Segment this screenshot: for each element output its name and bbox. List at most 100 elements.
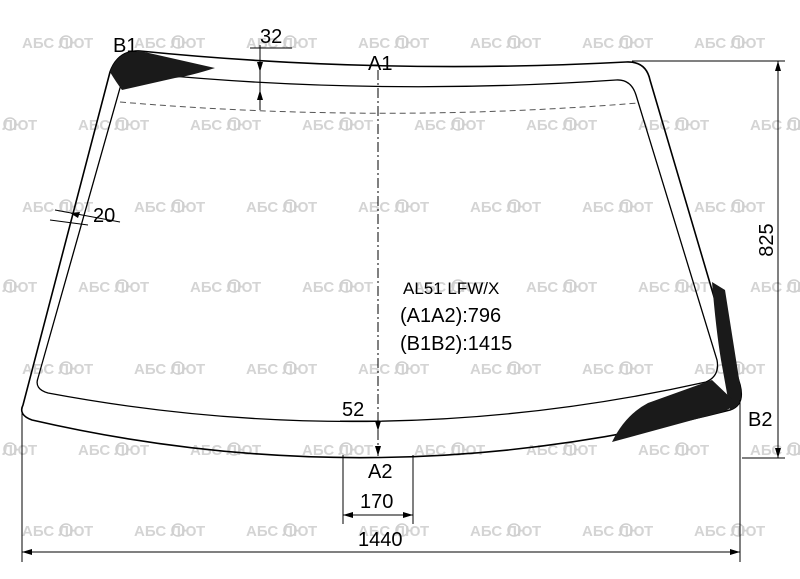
watermark-logo-ring — [59, 523, 73, 537]
label-a2: A2 — [368, 461, 392, 483]
watermark-text: АБС ЛЮТ — [638, 279, 709, 296]
watermark-logo-ring — [563, 117, 577, 131]
watermark-logo-ring — [395, 361, 409, 375]
watermark-logo-ring — [115, 442, 129, 456]
watermark: АБС ЛЮТ — [526, 442, 597, 459]
dim-32-arrow-top — [257, 62, 263, 72]
watermark-layer: АБС ЛЮТ АБС ЛЮТ АБС ЛЮТ АБС ЛЮТ АБС ЛЮТ АБС Л… — [0, 35, 800, 540]
watermark-text: АБС ЛЮТ — [582, 199, 653, 216]
glass-code: AL51 LFW/X — [403, 279, 499, 298]
watermark-text: АБС ЛЮТ — [134, 523, 205, 540]
watermark-logo-ring — [507, 523, 521, 537]
watermark: АБС ЛЮТ — [22, 35, 93, 52]
watermark: АБС ЛЮТ — [302, 442, 373, 459]
watermark-text: АБС ЛЮТ — [358, 361, 429, 378]
watermark-logo-ring — [451, 117, 465, 131]
watermark: АБС ЛЮТ — [526, 117, 597, 134]
label-b2: B2 — [748, 409, 772, 431]
watermark-text: АБС ЛЮТ — [190, 442, 261, 459]
watermark-text: АБС ЛЮТ — [750, 442, 800, 459]
dim-1440-arrow-left — [22, 549, 32, 555]
dim-825-arrow-bottom — [775, 448, 781, 458]
watermark-text: АБС ЛЮТ — [134, 35, 205, 52]
watermark: АБС ЛЮТ — [470, 523, 541, 540]
watermark: АБС ЛЮТ — [302, 117, 373, 134]
watermark-text: АБС ЛЮТ — [414, 279, 485, 296]
dim-20-line — [54, 209, 121, 223]
watermark: АБС ЛЮТ — [414, 117, 485, 134]
watermark: АБС ЛЮТ — [22, 199, 93, 216]
watermark: АБС ЛЮТ — [694, 35, 765, 52]
dim-1440-arrow-right — [730, 549, 740, 555]
watermark-logo-ring — [507, 361, 521, 375]
watermark: АБС ЛЮТ — [358, 35, 429, 52]
dim-20-arrow — [70, 212, 80, 218]
dim-top-band-label: 32 — [260, 26, 282, 48]
watermark-logo-ring — [227, 117, 241, 131]
watermark-logo-ring — [563, 279, 577, 293]
watermark-logo-ring — [283, 199, 297, 213]
watermark-logo-ring — [171, 523, 185, 537]
watermark-text: АБС ЛЮТ — [78, 442, 149, 459]
watermark-text: АБС ЛЮТ — [470, 35, 541, 52]
watermark: АБС ЛЮТ — [582, 199, 653, 216]
watermark: АБС ЛЮТ — [302, 279, 373, 296]
watermark-text: АБС ЛЮТ — [526, 117, 597, 134]
watermark-text: АБС ЛЮТ — [22, 523, 93, 540]
watermark-logo-ring — [3, 117, 17, 131]
dim-side-band-label: 20 — [93, 205, 115, 227]
watermark-logo-ring — [59, 35, 73, 49]
watermark-logo-ring — [283, 361, 297, 375]
frit-right-side — [712, 282, 742, 410]
watermark-logo-ring — [283, 523, 297, 537]
watermark-text: АБС ЛЮТ — [78, 117, 149, 134]
watermark: АБС ЛЮТ — [0, 279, 37, 296]
dim-52-arrow-top — [375, 421, 381, 431]
watermark-logo-ring — [619, 523, 633, 537]
watermark-logo-ring — [115, 117, 129, 131]
watermark-logo-ring — [619, 361, 633, 375]
watermark-text: АБС ЛЮТ — [246, 523, 317, 540]
watermark-logo-ring — [339, 442, 353, 456]
watermark-text: АБС ЛЮТ — [302, 442, 373, 459]
watermark-logo-ring — [339, 117, 353, 131]
watermark-text: АБС ЛЮТ — [582, 361, 653, 378]
watermark-text: АБС ЛЮТ — [358, 199, 429, 216]
watermark: АБС ЛЮТ — [470, 199, 541, 216]
watermark-logo-ring — [787, 117, 800, 131]
watermark-logo-ring — [395, 35, 409, 49]
watermark-text: АБС ЛЮТ — [246, 199, 317, 216]
watermark-text: АБС ЛЮТ — [22, 35, 93, 52]
watermark-text: АБС ЛЮТ — [358, 35, 429, 52]
watermark-logo-ring — [507, 199, 521, 213]
watermark-text: АБС ЛЮТ — [582, 523, 653, 540]
watermark-text: АБС ЛЮТ — [526, 442, 597, 459]
watermark-text: АБС ЛЮТ — [22, 199, 93, 216]
watermark-text: АБС ЛЮТ — [358, 523, 429, 540]
watermark-logo-ring — [787, 442, 800, 456]
frit-bottom-right — [612, 380, 734, 442]
watermark: АБС ЛЮТ — [190, 279, 261, 296]
watermark-text: АБС ЛЮТ — [470, 523, 541, 540]
watermark: АБС ЛЮТ — [246, 523, 317, 540]
dim-170-arrow-right — [403, 512, 413, 518]
watermark: АБС ЛЮТ — [134, 35, 205, 52]
watermark: АБС ЛЮТ — [190, 117, 261, 134]
watermark-text: АБС ЛЮТ — [302, 117, 373, 134]
watermark-logo-ring — [171, 35, 185, 49]
watermark: АБС ЛЮТ — [470, 361, 541, 378]
watermark: АБС ЛЮТ — [694, 523, 765, 540]
watermark-logo-ring — [451, 279, 465, 293]
watermark-text: АБС ЛЮТ — [134, 361, 205, 378]
watermark: АБС ЛЮТ — [246, 199, 317, 216]
watermark-logo-ring — [59, 361, 73, 375]
watermark-text: АБС ЛЮТ — [190, 117, 261, 134]
watermark: АБС ЛЮТ — [414, 279, 485, 296]
watermark-logo-ring — [227, 442, 241, 456]
watermark: АБС ЛЮТ — [78, 442, 149, 459]
watermark-logo-ring — [731, 35, 745, 49]
watermark-text: АБС ЛЮТ — [582, 35, 653, 52]
watermark: АБС ЛЮТ — [78, 117, 149, 134]
watermark: АБС ЛЮТ — [0, 117, 37, 134]
